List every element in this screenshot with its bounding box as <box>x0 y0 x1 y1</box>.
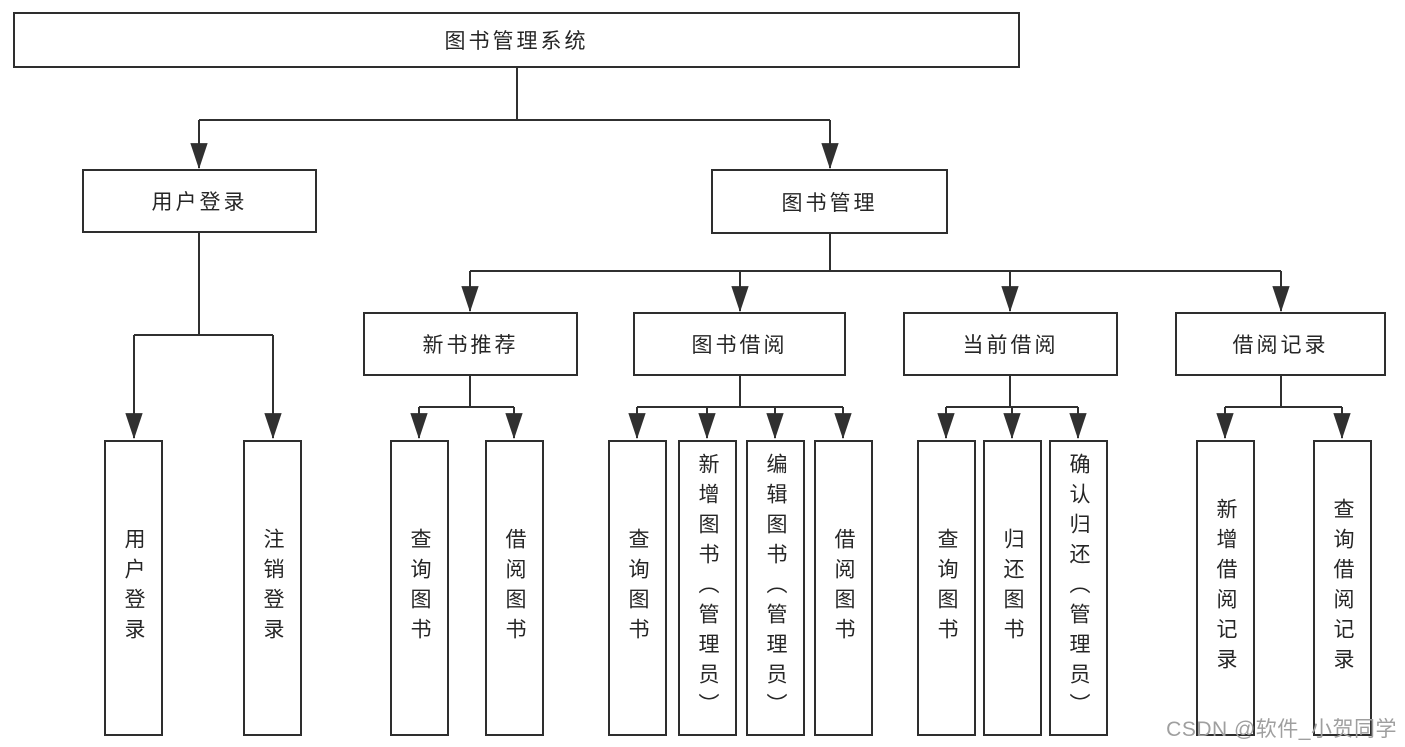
leaf-query-books-c: 查询图书 <box>917 440 976 736</box>
node-current-borrow: 当前借阅 <box>903 312 1118 376</box>
node-user-login: 用户登录 <box>82 169 317 233</box>
leaf-user-login-label: 用户登录 <box>122 528 145 648</box>
leaf-confirm-return-admin-label: 确认归还（管理员） <box>1067 453 1090 723</box>
leaf-confirm-return-admin: 确认归还（管理员） <box>1049 440 1108 736</box>
leaf-query-books-a-label: 查询图书 <box>408 528 431 648</box>
leaf-logout-label: 注销登录 <box>261 528 284 648</box>
edge-current-borrow-trunk <box>946 376 1078 408</box>
edge-user-login-trunk <box>134 233 273 336</box>
edge-new-book-rec-trunk <box>419 376 514 408</box>
node-book-borrow: 图书借阅 <box>633 312 846 376</box>
edge-root-trunk <box>199 68 830 121</box>
leaf-edit-books-admin-label: 编辑图书（管理员） <box>764 453 787 723</box>
leaf-edit-books-admin: 编辑图书（管理员） <box>746 440 805 736</box>
edge-book-mgmt-trunk <box>470 234 1281 272</box>
leaf-query-books-b: 查询图书 <box>608 440 667 736</box>
csdn-watermark: CSDN @软件_小贺同学 <box>1166 718 1397 741</box>
node-new-book-rec-label: 新书推荐 <box>422 334 519 357</box>
node-book-mgmt: 图书管理 <box>711 169 948 234</box>
leaf-borrow-books-b-label: 借阅图书 <box>832 528 855 648</box>
node-book-borrow-label: 图书借阅 <box>691 334 788 357</box>
leaf-return-books: 归还图书 <box>983 440 1042 736</box>
node-root-label: 图书管理系统 <box>444 30 589 53</box>
leaf-query-borrow-record-label: 查询借阅记录 <box>1331 498 1354 678</box>
node-borrow-records: 借阅记录 <box>1175 312 1386 376</box>
leaf-query-borrow-record: 查询借阅记录 <box>1313 440 1372 736</box>
leaf-add-borrow-record: 新增借阅记录 <box>1196 440 1255 736</box>
node-root: 图书管理系统 <box>13 12 1020 68</box>
leaf-query-books-b-label: 查询图书 <box>626 528 649 648</box>
node-new-book-rec: 新书推荐 <box>363 312 578 376</box>
edge-book-borrow-trunk <box>637 376 843 408</box>
node-book-mgmt-label: 图书管理 <box>781 191 878 215</box>
leaf-add-books-admin-label: 新增图书（管理员） <box>696 453 719 723</box>
edge-borrow-records-trunk <box>1225 376 1342 408</box>
leaf-query-books-c-label: 查询图书 <box>935 528 958 648</box>
leaf-user-login: 用户登录 <box>104 440 163 736</box>
leaf-query-books-a: 查询图书 <box>390 440 449 736</box>
leaf-borrow-books-b: 借阅图书 <box>814 440 873 736</box>
leaf-add-books-admin: 新增图书（管理员） <box>678 440 737 736</box>
leaf-borrow-books-a-label: 借阅图书 <box>503 528 526 648</box>
leaf-return-books-label: 归还图书 <box>1001 528 1024 648</box>
leaf-logout: 注销登录 <box>243 440 302 736</box>
leaf-add-borrow-record-label: 新增借阅记录 <box>1214 498 1237 678</box>
node-user-login-label: 用户登录 <box>151 191 248 214</box>
node-borrow-records-label: 借阅记录 <box>1232 334 1329 357</box>
leaf-borrow-books-a: 借阅图书 <box>485 440 544 736</box>
node-current-borrow-label: 当前借阅 <box>962 334 1059 357</box>
